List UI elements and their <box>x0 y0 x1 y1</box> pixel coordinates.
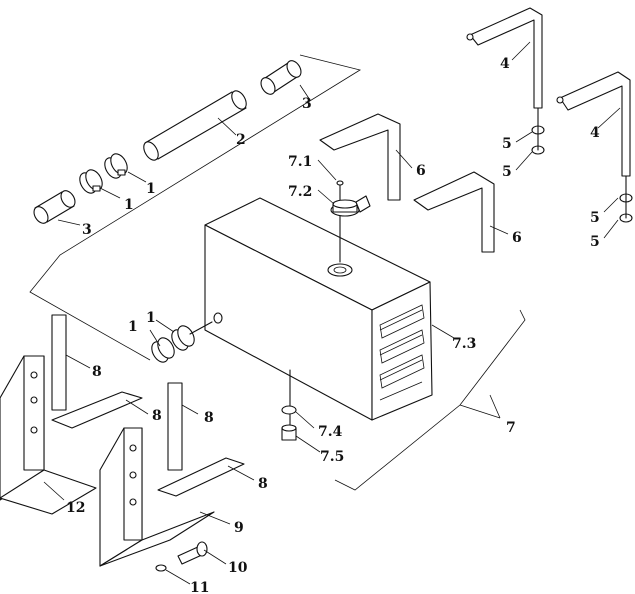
label-6b: 6 <box>512 230 522 246</box>
drain-plug <box>281 369 297 441</box>
label-9: 9 <box>234 520 244 536</box>
label-5a: 5 <box>502 136 512 152</box>
hose-upper-sleeve <box>260 60 302 95</box>
label-5d: 5 <box>590 234 600 250</box>
frame-bracket-9 <box>99 427 215 567</box>
hose-lower-sleeve <box>33 190 76 224</box>
label-11: 11 <box>190 580 209 594</box>
bracket-6-upper <box>319 113 401 201</box>
label-7-5: 7.5 <box>320 449 344 465</box>
part-labels: 1 1 1 1 2 3 3 4 4 5 5 5 5 6 6 7.1 7.2 7.… <box>66 56 600 594</box>
label-8b: 8 <box>152 408 162 424</box>
label-10: 10 <box>228 560 248 576</box>
label-7: 7 <box>506 420 516 436</box>
label-1b: 1 <box>124 197 134 213</box>
label-7-4: 7.4 <box>318 424 343 440</box>
label-7-3: 7.3 <box>452 336 476 352</box>
nut-11 <box>155 564 167 572</box>
frame-bracket-12 <box>0 355 97 515</box>
label-1c: 1 <box>146 310 156 326</box>
label-1d: 1 <box>128 319 138 335</box>
label-12: 12 <box>66 500 85 516</box>
label-8c: 8 <box>204 410 214 426</box>
label-1a: 1 <box>146 181 156 197</box>
hose-group-outline <box>29 54 362 361</box>
pads-8 <box>51 314 245 497</box>
label-8a: 8 <box>92 364 102 380</box>
label-7-1: 7.1 <box>288 154 312 170</box>
fuel-tank <box>204 197 433 421</box>
label-7-2: 7.2 <box>288 184 312 200</box>
label-3b: 3 <box>82 222 92 238</box>
bracket-6-lower <box>413 171 495 253</box>
label-2: 2 <box>236 132 246 148</box>
leader-lines <box>43 41 621 585</box>
hose-clamps-lower <box>151 321 213 363</box>
label-3a: 3 <box>302 96 312 112</box>
label-8d: 8 <box>258 476 268 492</box>
hose-pipe <box>143 90 247 161</box>
bolt-10 <box>177 541 208 565</box>
nuts-5 <box>531 107 633 223</box>
hose-clamps-upper <box>79 153 128 194</box>
label-4a: 4 <box>500 56 510 72</box>
strap-4-lower <box>556 71 631 177</box>
label-4b: 4 <box>590 125 600 141</box>
label-5c: 5 <box>590 210 600 226</box>
filler-cap <box>330 180 371 263</box>
label-6a: 6 <box>416 163 426 179</box>
label-5b: 5 <box>502 164 512 180</box>
